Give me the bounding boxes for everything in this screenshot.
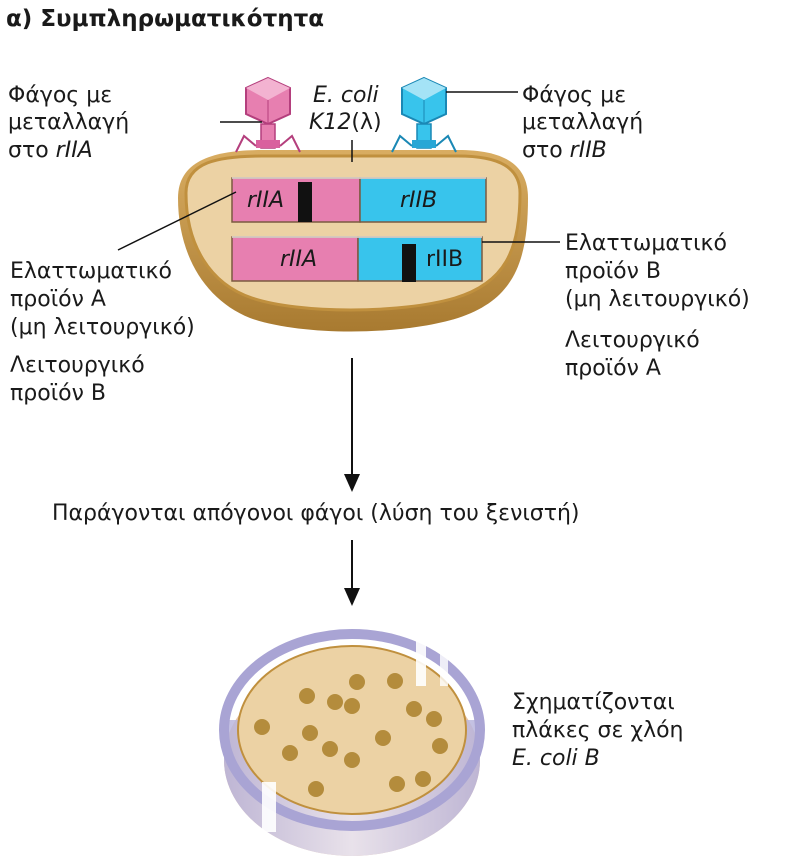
right-note-line2: προϊόν Β: [565, 259, 661, 284]
gene-rIIB-label: rIIB: [426, 247, 464, 272]
phage-rIIB-label-line1: Φάγος με: [522, 83, 627, 108]
right-note-line4: Λειτουργικό: [565, 328, 700, 353]
left-note-line2: προϊόν Α: [10, 287, 106, 312]
right-note-line1: Ελαττωματικό: [565, 231, 727, 256]
left-note-line3: (μη λειτουργικό): [10, 315, 195, 340]
gene-rIIB-label: rIIB: [400, 188, 438, 213]
mutation-marker: [298, 182, 312, 222]
leader-line: [117, 191, 237, 251]
phage-rIIB-icon: [391, 76, 457, 153]
host-label-line1: E. coli: [313, 83, 379, 108]
gene-rIIA-label: rIIA: [247, 188, 285, 213]
plaques-caption-line3: E. coli B: [512, 746, 600, 771]
plaques: [254, 673, 448, 797]
host-label-line2: K12(λ): [309, 110, 382, 135]
right-note-line3: (μη λειτουργικό): [565, 287, 750, 312]
right-note-line5: προϊόν Α: [565, 356, 661, 381]
phage-rIIB-label-line3: στο rIIB: [522, 138, 607, 163]
phage-rIIB-label-line2: μεταλλαγή: [522, 110, 644, 135]
chromosome-rIIB-mutant: [231, 236, 483, 282]
phage-rIIA-label-line2: μεταλλαγή: [8, 110, 130, 135]
phage-rIIA-label-line1: Φάγος με: [8, 83, 113, 108]
arrow-down-icon: [344, 358, 360, 492]
plaques-caption-line1: Σχηματίζονται: [512, 690, 675, 715]
progeny-caption: Παράγονται απόγονοι φάγοι (λύση του ξενι…: [52, 501, 580, 526]
left-note-line4: Λειτουργικό: [10, 353, 145, 378]
chromosome-rIIA-mutant: [231, 177, 487, 223]
phage-rIIA-label-line3: στο rIIA: [8, 138, 93, 163]
arrow-down-icon: [344, 540, 360, 606]
phage-rIIA-icon: [235, 76, 301, 153]
left-note-line1: Ελαττωματικό: [10, 259, 172, 284]
mutation-marker: [402, 244, 416, 282]
gene-rIIA-label: rIIA: [280, 247, 318, 272]
left-note-line5: προϊόν Β: [10, 381, 106, 406]
diagram-title: α) Συμπληρωματικότητα: [6, 6, 325, 32]
plaques-caption-line2: πλάκες σε χλόη: [512, 718, 684, 743]
